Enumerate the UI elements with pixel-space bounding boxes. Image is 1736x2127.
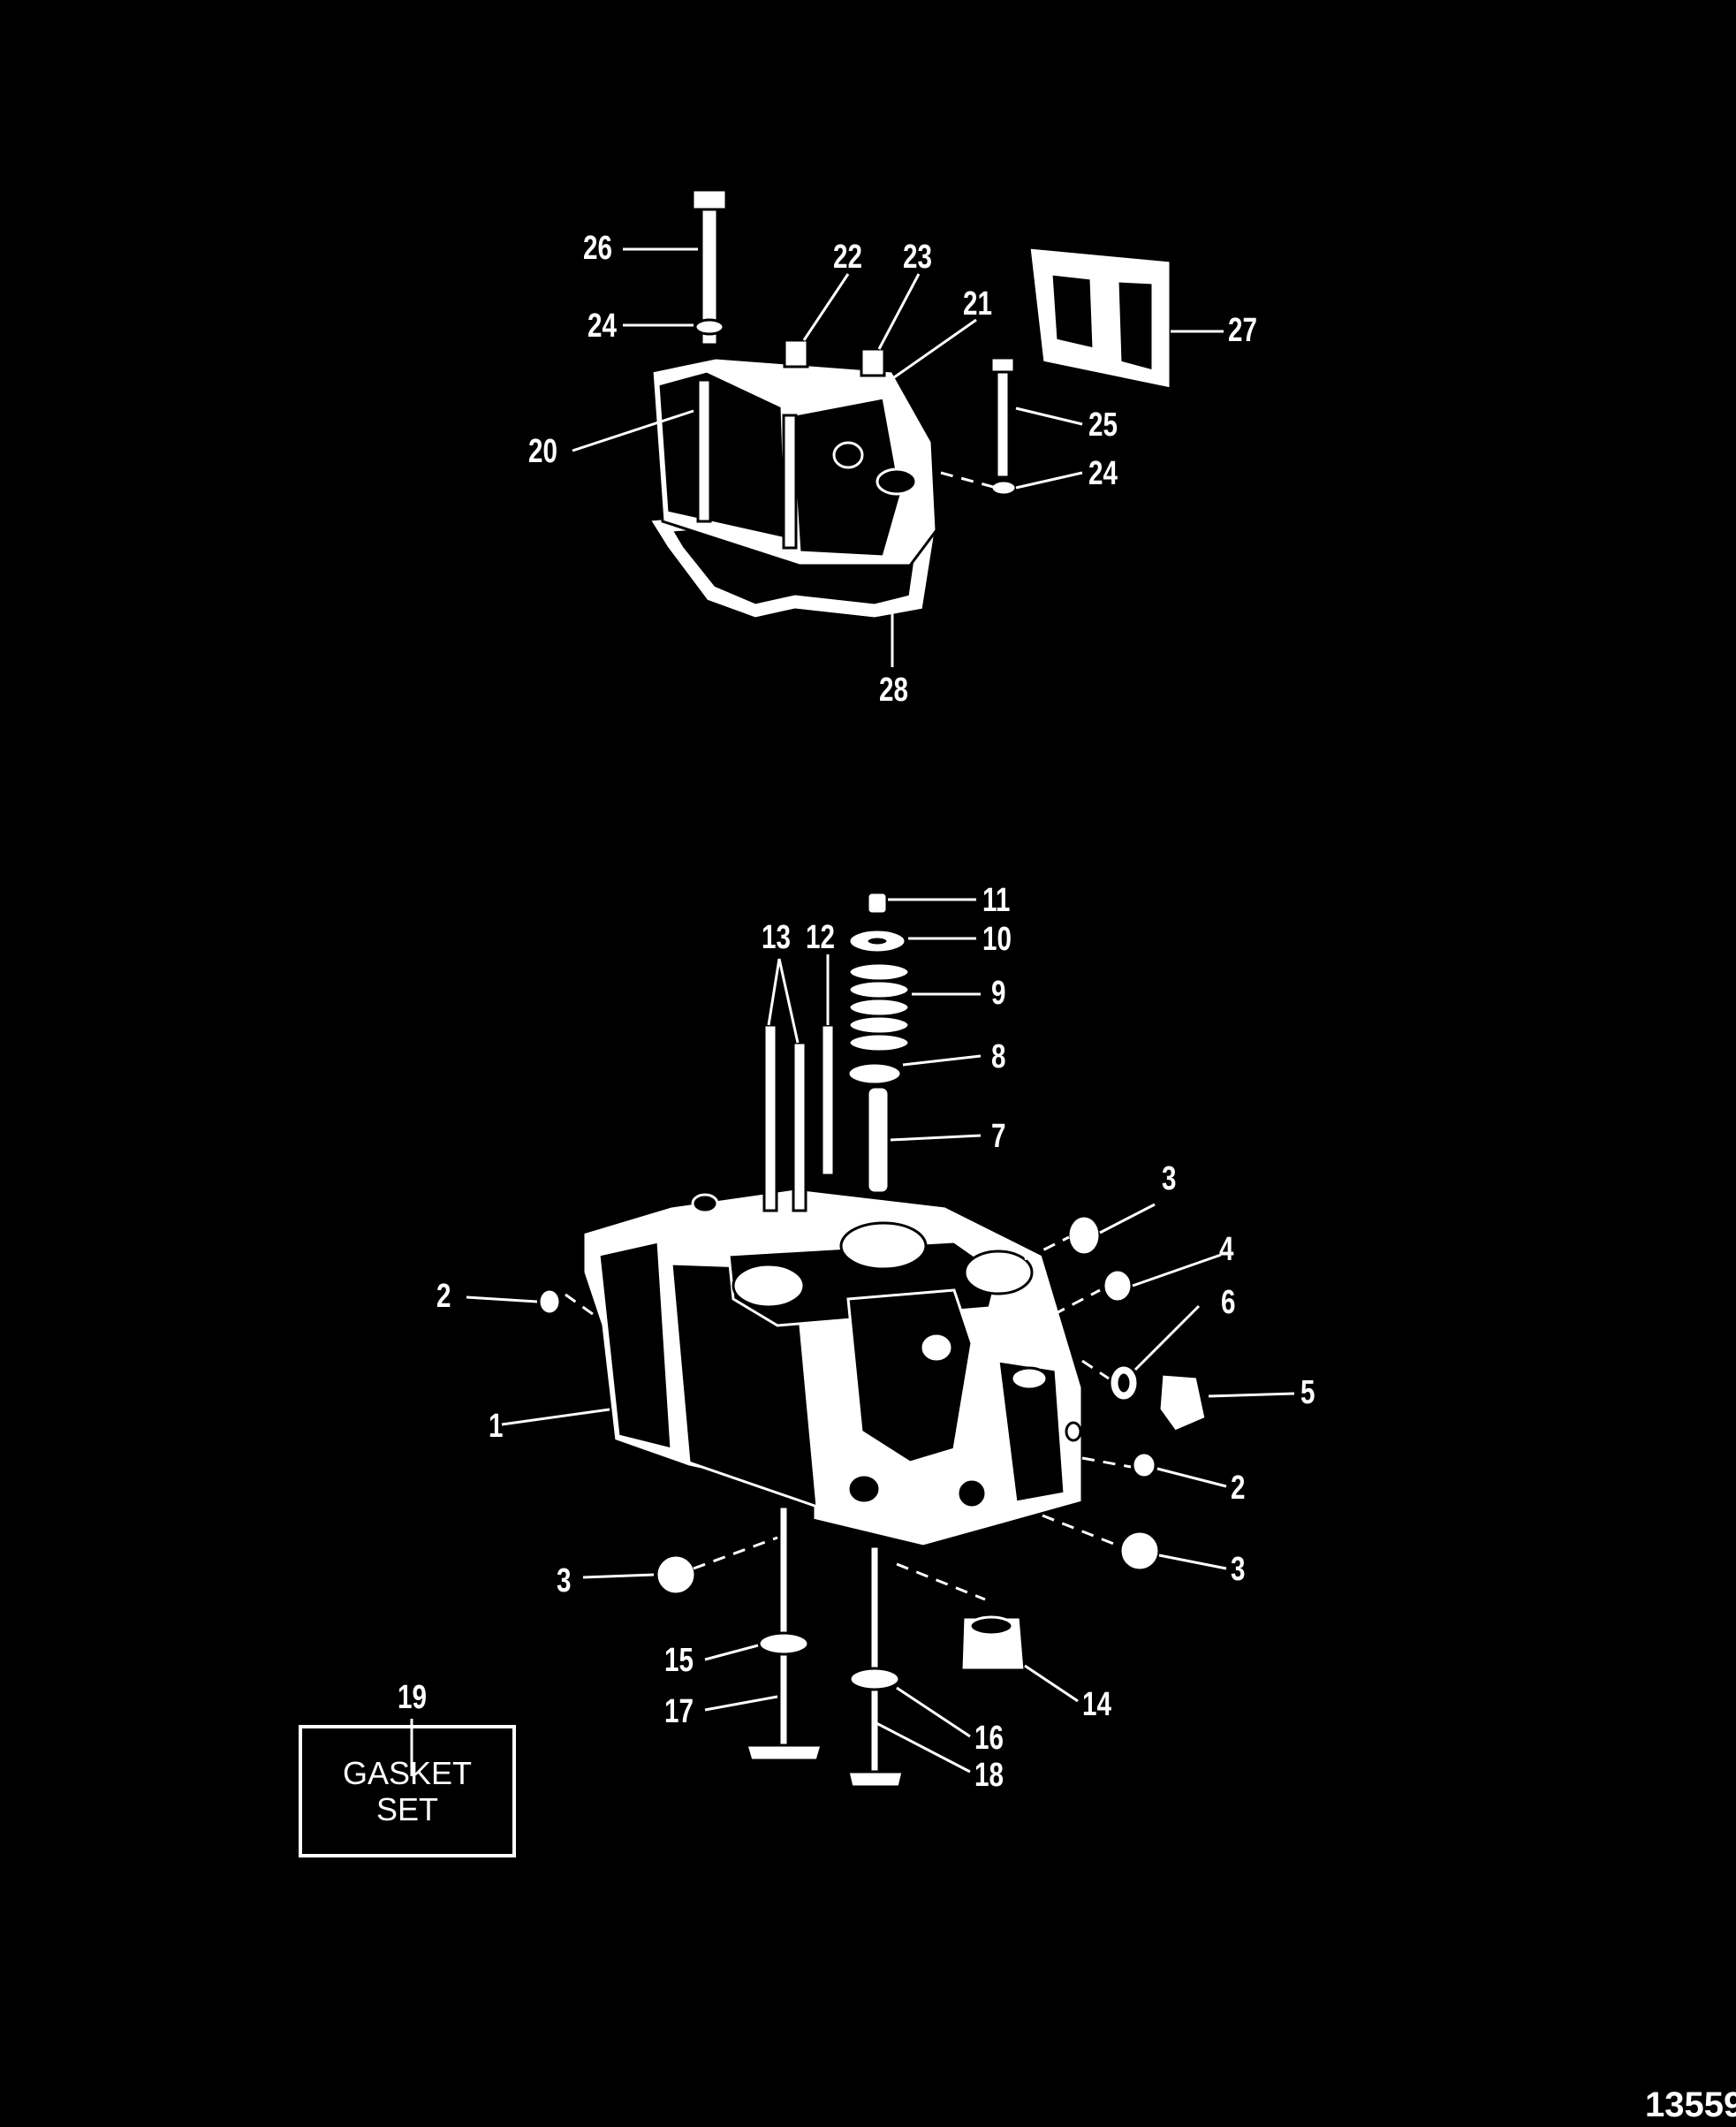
callout-6: 6: [1221, 1284, 1236, 1321]
callout-5: 5: [1300, 1374, 1315, 1411]
callout-17: 17: [664, 1693, 694, 1730]
callout-7: 7: [991, 1118, 1006, 1155]
callout-22: 22: [833, 239, 862, 276]
plug: [537, 1288, 562, 1316]
head-stud: [792, 1041, 807, 1212]
washer: [989, 479, 1018, 497]
gasket-set-box: GASKET SET: [299, 1725, 516, 1857]
plug: [655, 1553, 697, 1596]
callout-23: 23: [903, 239, 932, 276]
valve: [868, 1545, 881, 1774]
callout-20: 20: [528, 433, 557, 470]
callout-1: 1: [489, 1408, 504, 1445]
plug: [1066, 1214, 1102, 1257]
valve-guide: [866, 1085, 891, 1195]
valve-seat: [848, 1667, 901, 1691]
spring-seat: [846, 1061, 903, 1086]
cover-stud: [782, 414, 798, 550]
plug: [1102, 1268, 1133, 1303]
cylinder-head-assembly: [410, 891, 1295, 1789]
plug: [1157, 1372, 1208, 1433]
callout-3: 3: [557, 1562, 572, 1599]
callout-2: 2: [1231, 1470, 1246, 1507]
callout-26: 26: [583, 230, 612, 267]
callout-10: 10: [982, 921, 1012, 958]
callout-11: 11: [982, 882, 1011, 919]
stud: [820, 1023, 836, 1177]
nut: [860, 347, 886, 377]
callout-3: 3: [1231, 1551, 1246, 1588]
callout-9: 9: [991, 975, 1006, 1012]
callout-14: 14: [1082, 1686, 1111, 1723]
callout-2: 2: [436, 1278, 451, 1315]
gasket-set-label-line2: SET: [375, 1791, 438, 1827]
cover-bolt: [995, 361, 1011, 479]
callout-13: 13: [762, 919, 791, 956]
callout-4: 4: [1219, 1231, 1234, 1268]
callout-8: 8: [991, 1038, 1006, 1075]
figure-number: 13559: [1645, 2085, 1736, 2124]
callout-16: 16: [974, 1720, 1004, 1757]
callout-27: 27: [1228, 312, 1257, 349]
callout-21: 21: [963, 285, 992, 323]
valve-spring: [847, 961, 911, 1053]
gasket-set-label-line1: GASKET: [342, 1754, 473, 1791]
callout-19: 19: [398, 1679, 427, 1716]
callout-25: 25: [1088, 406, 1118, 444]
callout-12: 12: [806, 919, 835, 956]
nut: [783, 338, 809, 368]
valve-keeper: [866, 891, 889, 915]
plug: [1131, 1451, 1157, 1479]
plug: [1118, 1530, 1161, 1572]
callout-3: 3: [1162, 1160, 1177, 1197]
head-stud: [762, 1023, 778, 1212]
valve: [777, 1505, 790, 1747]
rocker-cover-assembly: [572, 188, 1224, 667]
callout-18: 18: [974, 1757, 1004, 1794]
cover-stud: [696, 378, 712, 523]
callout-24: 24: [1088, 455, 1118, 492]
valve-seat: [757, 1631, 810, 1656]
callout-24: 24: [588, 308, 617, 345]
callout-28: 28: [879, 672, 908, 709]
washer: [694, 318, 725, 336]
callout-15: 15: [664, 1642, 694, 1679]
